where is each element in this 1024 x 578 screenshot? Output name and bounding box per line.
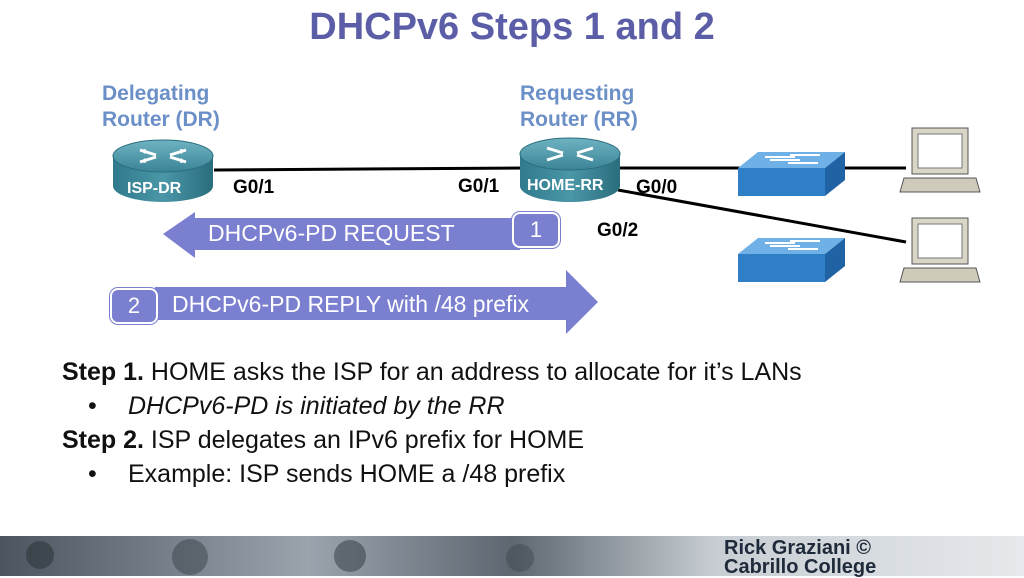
- step1-line: Step 1. HOME asks the ISP for an address…: [62, 355, 802, 389]
- pc-icon-2: [899, 217, 981, 283]
- port-home-g0-2: G0/2: [597, 220, 639, 241]
- bullet-marker: •: [88, 460, 97, 488]
- step1-bullet-line: • DHCPv6-PD is initiated by the RR: [62, 389, 802, 423]
- step1-text: HOME asks the ISP for an address to allo…: [143, 358, 802, 386]
- port-isp-g0-1: G0/1: [233, 177, 275, 198]
- footer-band: [0, 536, 1024, 576]
- link-g0-2-pc2: [617, 188, 907, 244]
- request-arrow: [163, 212, 520, 258]
- reply-arrow: [155, 270, 598, 334]
- reply-label: DHCPv6-PD REPLY with /48 prefix: [172, 291, 530, 317]
- home-router-icon: [519, 137, 621, 202]
- port-home-g0-1: G0/1: [458, 176, 500, 197]
- requesting-router-label: Requesting Router (RR): [520, 81, 638, 133]
- port-home-g0-0: G0/0: [636, 177, 678, 198]
- request-label: DHCPv6-PD REQUEST: [208, 220, 455, 246]
- pc-icon-1: [899, 127, 981, 193]
- switch-icon-g0-2: [738, 238, 845, 282]
- step2-bullet-line: • Example: ISP sends HOME a /48 prefix: [62, 457, 802, 491]
- request-step-badge: 1: [512, 212, 560, 248]
- step1-prefix: Step 1.: [62, 358, 144, 386]
- isp-router-icon: [112, 139, 214, 202]
- switch-icon-g0-0: [738, 152, 845, 196]
- step2-text: ISP delegates an IPv6 prefix for HOME: [143, 426, 585, 454]
- wan-link: [213, 166, 525, 172]
- reply-step-badge: 2: [110, 288, 158, 324]
- dr-label-line1: Delegating: [102, 82, 210, 105]
- step2-prefix: Step 2.: [62, 426, 144, 454]
- steps-text: Step 1. HOME asks the ISP for an address…: [62, 355, 802, 491]
- isp-router-name: ISP-DR: [127, 180, 182, 197]
- delegating-router-label: Delegating Router (DR): [102, 81, 220, 133]
- bullet-marker: •: [88, 392, 97, 420]
- credit-line1: Rick Graziani ©: [724, 537, 872, 559]
- home-router-name: HOME-RR: [527, 177, 604, 194]
- rr-label-line1: Requesting: [520, 82, 635, 105]
- step1-bullet: DHCPv6-PD is initiated by the RR: [128, 392, 505, 420]
- credit-line2: Cabrillo College: [724, 556, 877, 578]
- step2-bullet: Example: ISP sends HOME a /48 prefix: [128, 460, 566, 488]
- page-title: DHCPv6 Steps 1 and 2: [309, 6, 715, 48]
- step2-line: Step 2. ISP delegates an IPv6 prefix for…: [62, 423, 802, 457]
- dr-label-line2: Router (DR): [102, 108, 220, 131]
- rr-label-line2: Router (RR): [520, 108, 638, 131]
